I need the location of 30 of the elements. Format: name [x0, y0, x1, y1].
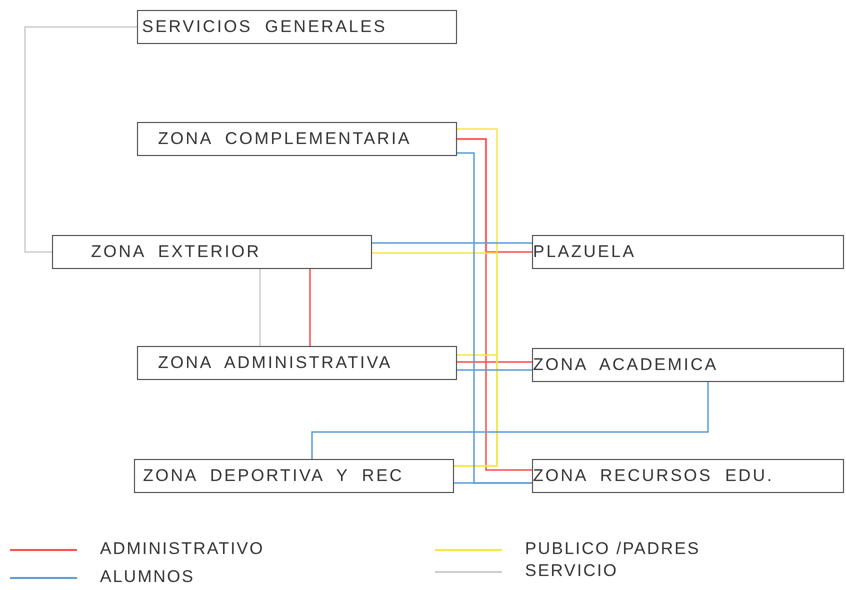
legend-label: PUBLICO /PADRES — [525, 539, 700, 559]
connector-line — [457, 369, 532, 371]
zone-label: PLAZUELA — [533, 242, 636, 262]
zone-label: SERVICIOS GENERALES — [142, 17, 387, 37]
zone-box — [52, 235, 372, 269]
zone-box — [137, 346, 457, 380]
connector-line — [259, 269, 261, 346]
zone-label: ZONA DEPORTIVA Y REC — [143, 466, 404, 486]
zone-label: ZONA EXTERIOR — [91, 242, 261, 262]
zone-box — [532, 348, 844, 382]
zone-label: ZONA ACADEMICA — [533, 355, 718, 375]
zone-box — [532, 459, 844, 493]
zone-box — [137, 122, 457, 156]
connector-line — [24, 26, 137, 253]
connector-line — [454, 482, 532, 484]
connector-line — [311, 382, 709, 459]
legend-label: ALUMNOS — [100, 567, 195, 587]
connector-line — [309, 269, 311, 346]
zone-label: ZONA ADMINISTRATIVA — [158, 353, 392, 373]
zone-label: ZONA COMPLEMENTARIA — [158, 129, 412, 149]
zone-box — [532, 235, 844, 269]
legend-label: ADMINISTRATIVO — [100, 539, 264, 559]
connector-line — [457, 138, 532, 253]
connector-line — [372, 242, 532, 244]
zone-box — [134, 459, 454, 493]
connector-line — [457, 361, 532, 363]
zone-box — [137, 10, 457, 44]
legend-label: SERVICIO — [525, 561, 618, 581]
connector-line — [454, 354, 498, 467]
zone-label: ZONA RECURSOS EDU. — [533, 466, 774, 486]
